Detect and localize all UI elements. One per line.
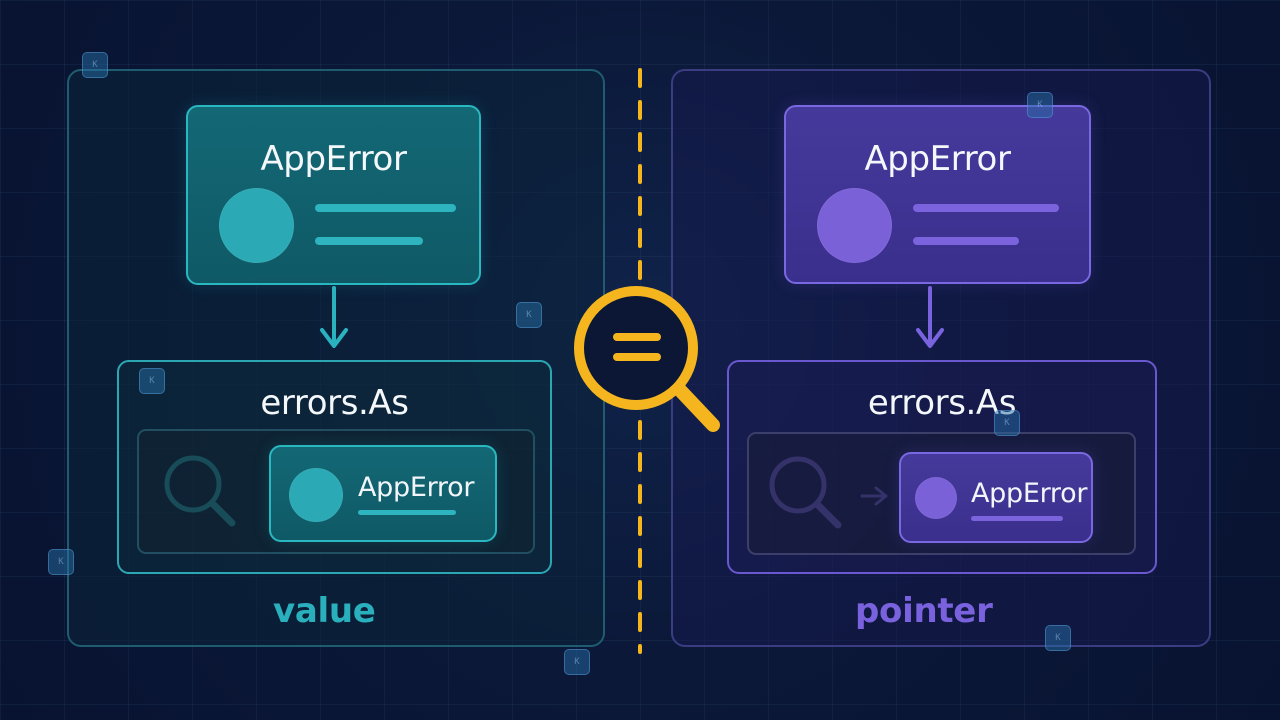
right-apperror-line-2 — [913, 237, 1019, 245]
right-panel-label: pointer — [855, 591, 993, 631]
left-apperror-title: AppError — [260, 139, 407, 179]
right-apperror-title: AppError — [864, 139, 1011, 179]
left-apperror-line-2 — [315, 237, 423, 245]
left-apperror-card: AppError — [186, 105, 481, 285]
right-errors-as-title: errors.As — [867, 383, 1017, 423]
left-panel-label: value — [273, 591, 376, 631]
right-small-apperror-line — [971, 516, 1063, 521]
left-small-apperror-card: AppError — [269, 445, 497, 542]
watermark-icon: K — [564, 649, 590, 675]
right-small-apperror-card: AppError — [899, 452, 1093, 543]
left-apperror-line-1 — [315, 204, 456, 212]
right-apperror-card: AppError — [784, 105, 1091, 284]
right-apperror-avatar — [817, 188, 892, 263]
left-apperror-avatar — [219, 188, 294, 263]
right-small-apperror-title: AppError — [971, 478, 1088, 509]
left-errors-as-title: errors.As — [260, 383, 409, 423]
left-small-apperror-avatar — [289, 468, 343, 522]
left-small-apperror-line — [358, 510, 456, 515]
left-small-apperror-title: AppError — [358, 472, 475, 503]
right-apperror-line-1 — [913, 204, 1059, 212]
right-small-apperror-avatar — [915, 477, 957, 519]
